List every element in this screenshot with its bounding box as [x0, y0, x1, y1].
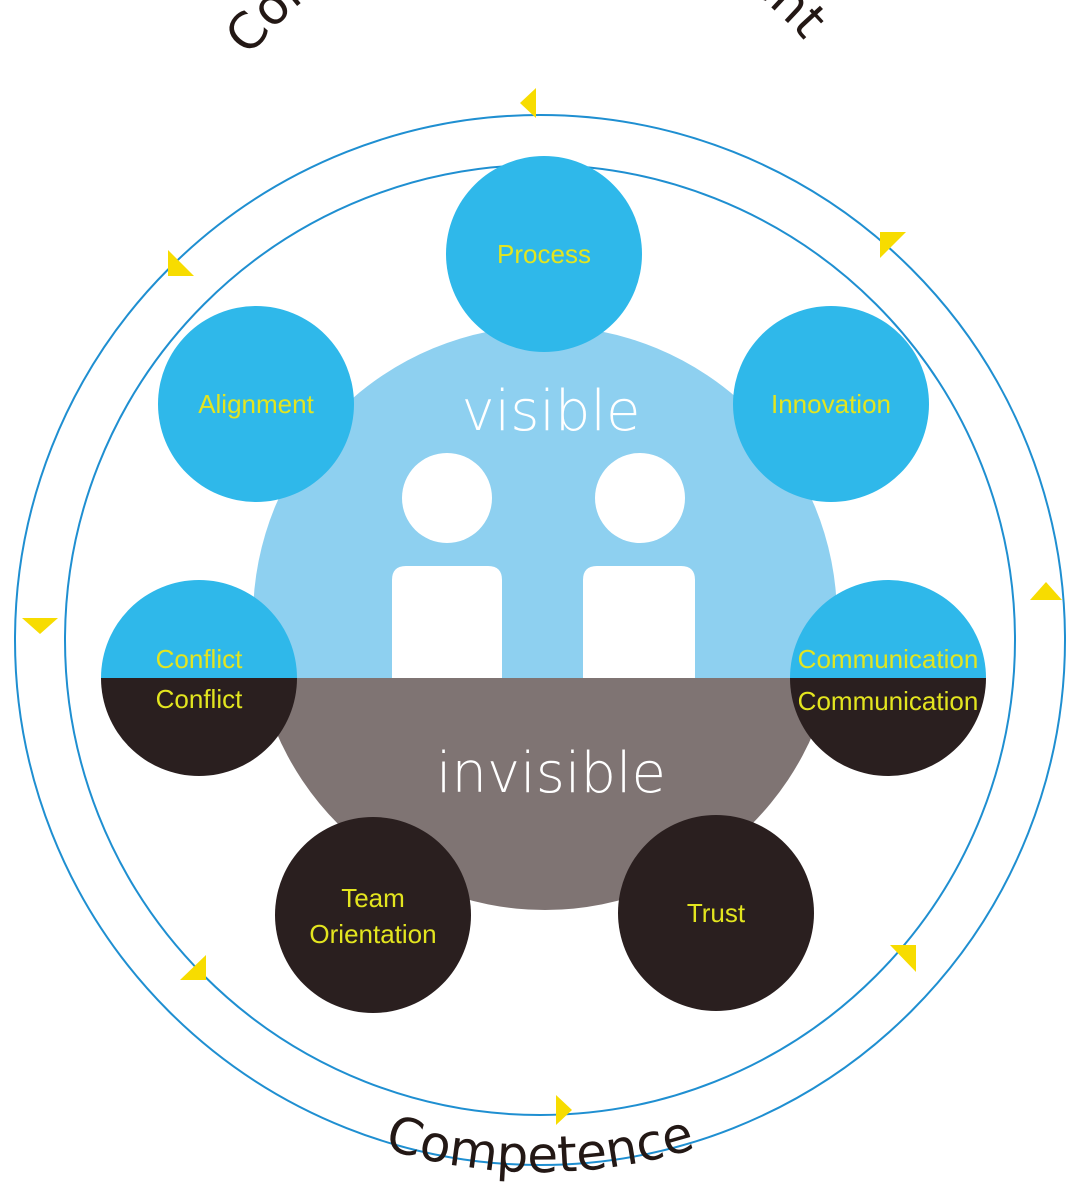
svg-text:Team: Team: [341, 883, 405, 913]
svg-text:Process: Process: [497, 239, 591, 269]
svg-text:Conflict: Conflict: [156, 684, 243, 714]
node-innovation: Innovation: [733, 306, 929, 502]
people-icon: [392, 453, 695, 678]
cycle-arrows: [22, 88, 1062, 1125]
node-alignment: Alignment: [158, 306, 354, 502]
continuous-improvement-label: Continuous improvement: [214, 0, 838, 65]
arrow-icon: [880, 232, 906, 258]
arrow-icon: [1030, 582, 1062, 600]
svg-text:Orientation: Orientation: [309, 919, 436, 949]
node-communication: Communication Communication: [790, 580, 986, 776]
competence-label: Competence: [381, 1104, 700, 1184]
visible-label: visible: [462, 379, 641, 444]
arrow-icon: [520, 88, 536, 118]
svg-text:Communication: Communication: [798, 686, 979, 716]
svg-text:Trust: Trust: [687, 898, 746, 928]
node-team-orientation: Team Orientation: [275, 817, 471, 1013]
svg-text:Innovation: Innovation: [771, 389, 891, 419]
svg-text:Conflict: Conflict: [156, 644, 243, 674]
arrow-icon: [168, 250, 194, 276]
svg-text:Communication: Communication: [798, 644, 979, 674]
outer-ring: [14, 114, 1066, 1166]
arrow-icon: [890, 945, 916, 972]
node-trust: Trust: [618, 815, 814, 1011]
node-process: Process: [446, 156, 642, 352]
arrow-icon: [556, 1095, 572, 1125]
invisible-label: invisible: [436, 741, 666, 806]
arrow-icon: [22, 618, 58, 634]
svg-text:Alignment: Alignment: [198, 389, 314, 419]
arrow-icon: [180, 955, 206, 980]
node-conflict: Conflict Conflict: [101, 580, 297, 776]
